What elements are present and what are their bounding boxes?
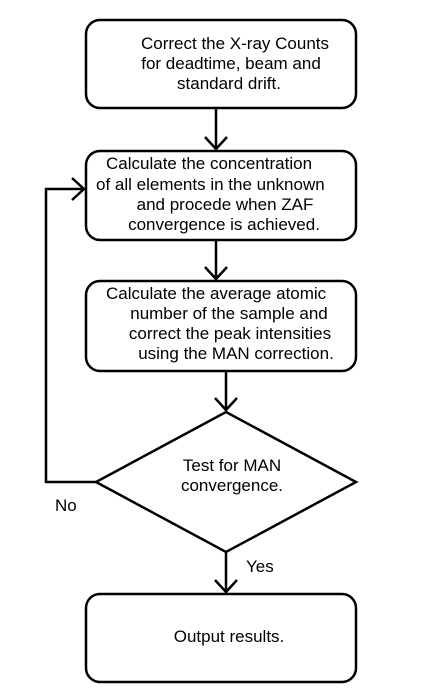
calc-concentration-line-4: convergence is achieved. (128, 215, 320, 234)
no-label: No (55, 496, 77, 515)
arrow-test-to-output (214, 552, 238, 594)
arrow-concentration-to-atomic (204, 240, 228, 281)
output-text: Output results. (174, 627, 285, 646)
calc-atomic-number-line-3: correct the peak intensities (129, 324, 331, 343)
calc-atomic-number-line-1: Calculate the average atomic (106, 284, 327, 303)
correct-counts-line-3: standard drift. (177, 74, 281, 93)
test-convergence-text: Test for MAN convergence. (181, 456, 283, 495)
correct-counts-line-1: Correct the X-ray Counts (141, 34, 329, 53)
calc-atomic-number-box (84, 279, 358, 373)
output-box (84, 592, 358, 684)
yes-label: Yes (246, 557, 274, 576)
calc-concentration-text: Calculate the concentration of all eleme… (96, 154, 325, 234)
arrow-correct-to-concentration (204, 108, 228, 151)
calc-atomic-number-line-2: number of the sample and (130, 304, 328, 323)
calc-atomic-number-line-4: using the MAN correction. (138, 344, 334, 363)
correct-counts-line-2: for deadtime, beam and (141, 54, 321, 73)
calc-atomic-number-text: Calculate the average atomic number of t… (106, 284, 334, 363)
loop-back-arrow (44, 177, 96, 484)
calc-concentration-line-3: and procede when ZAF (137, 195, 314, 214)
calc-concentration-line-2: of all elements in the unknown (96, 175, 325, 194)
correct-counts-box (84, 18, 358, 110)
calc-concentration-line-1: Calculate the concentration (106, 154, 312, 173)
calc-concentration-box (84, 149, 358, 242)
test-convergence-line-2: convergence. (181, 476, 283, 495)
arrow-atomic-to-test (214, 371, 238, 412)
output-line-1: Output results. (174, 627, 285, 646)
test-convergence-line-1: Test for MAN (183, 456, 281, 475)
correct-counts-text: Correct the X-ray Counts for deadtime, b… (141, 34, 329, 93)
